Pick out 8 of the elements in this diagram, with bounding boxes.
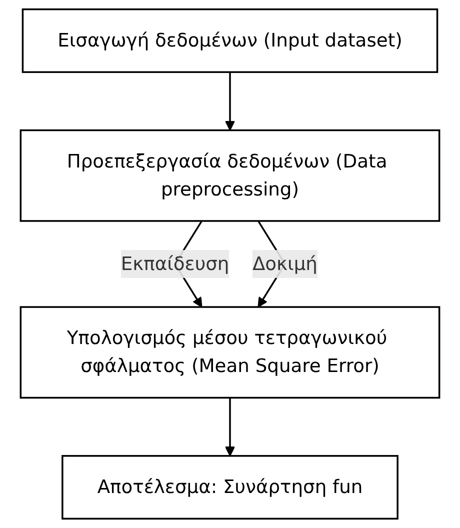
- node-box: Αποτέλεσμα: Συνάρτηση fun: [62, 455, 398, 520]
- node-box: Προεπεξεργασία δεδομένων (Data preprocessing): [20, 129, 440, 222]
- edge-label: Δοκιμή: [252, 252, 318, 274]
- node-box: Υπολογισμός μέσου τετραγωνικού σφάλματος (Mean Square Error): [20, 306, 440, 399]
- node-box: Εισαγωγή δεδομένων (Input dataset): [22, 8, 438, 73]
- arrow: [224, 398, 236, 456]
- arrow: [224, 72, 236, 131]
- edge-label: Εκπαίδευση: [120, 252, 230, 274]
